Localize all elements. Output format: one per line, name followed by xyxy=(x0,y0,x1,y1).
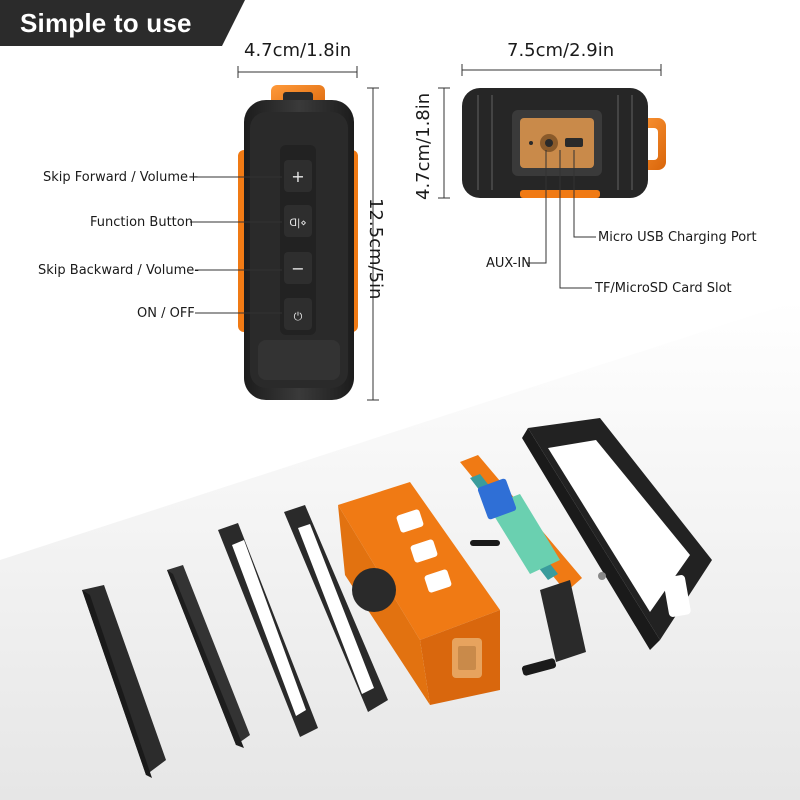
power-icon: ⏻ xyxy=(294,310,303,323)
dimension-top-depth: 4.7cm/1.8in xyxy=(413,92,434,200)
dimension-line-height xyxy=(367,87,379,401)
banner-shape xyxy=(0,0,245,46)
banner: Simple to use xyxy=(0,0,245,46)
dimension-top-width: 7.5cm/2.9in xyxy=(507,40,615,61)
speaker-top-view xyxy=(462,88,666,198)
dimension-line-top-width xyxy=(461,64,662,76)
label-skip-forward: Skip Forward / Volume+ xyxy=(43,170,199,185)
speaker-front-view xyxy=(238,85,358,400)
minus-icon: − xyxy=(291,259,304,278)
dimension-side-width: 4.7cm/1.8in xyxy=(244,40,352,61)
port-callouts xyxy=(527,150,596,289)
label-skip-backward: Skip Backward / Volume- xyxy=(38,263,199,278)
label-usb-port: Micro USB Charging Port xyxy=(598,230,757,245)
label-function-button: Function Button xyxy=(90,215,193,230)
label-aux-in: AUX-IN xyxy=(486,256,531,271)
exploded-view xyxy=(82,418,712,778)
dimension-line-side-width xyxy=(237,66,358,78)
dimension-line-top-depth xyxy=(438,87,450,199)
plus-icon: + xyxy=(291,167,304,186)
dimension-height: 12.5cm/5in xyxy=(365,198,386,300)
function-icon: ᗡ|⋄ xyxy=(289,218,306,229)
label-on-off: ON / OFF xyxy=(137,306,195,321)
label-card-slot: TF/MicroSD Card Slot xyxy=(595,281,732,296)
button-callouts xyxy=(190,176,282,314)
banner-title: Simple to use xyxy=(20,8,192,38)
